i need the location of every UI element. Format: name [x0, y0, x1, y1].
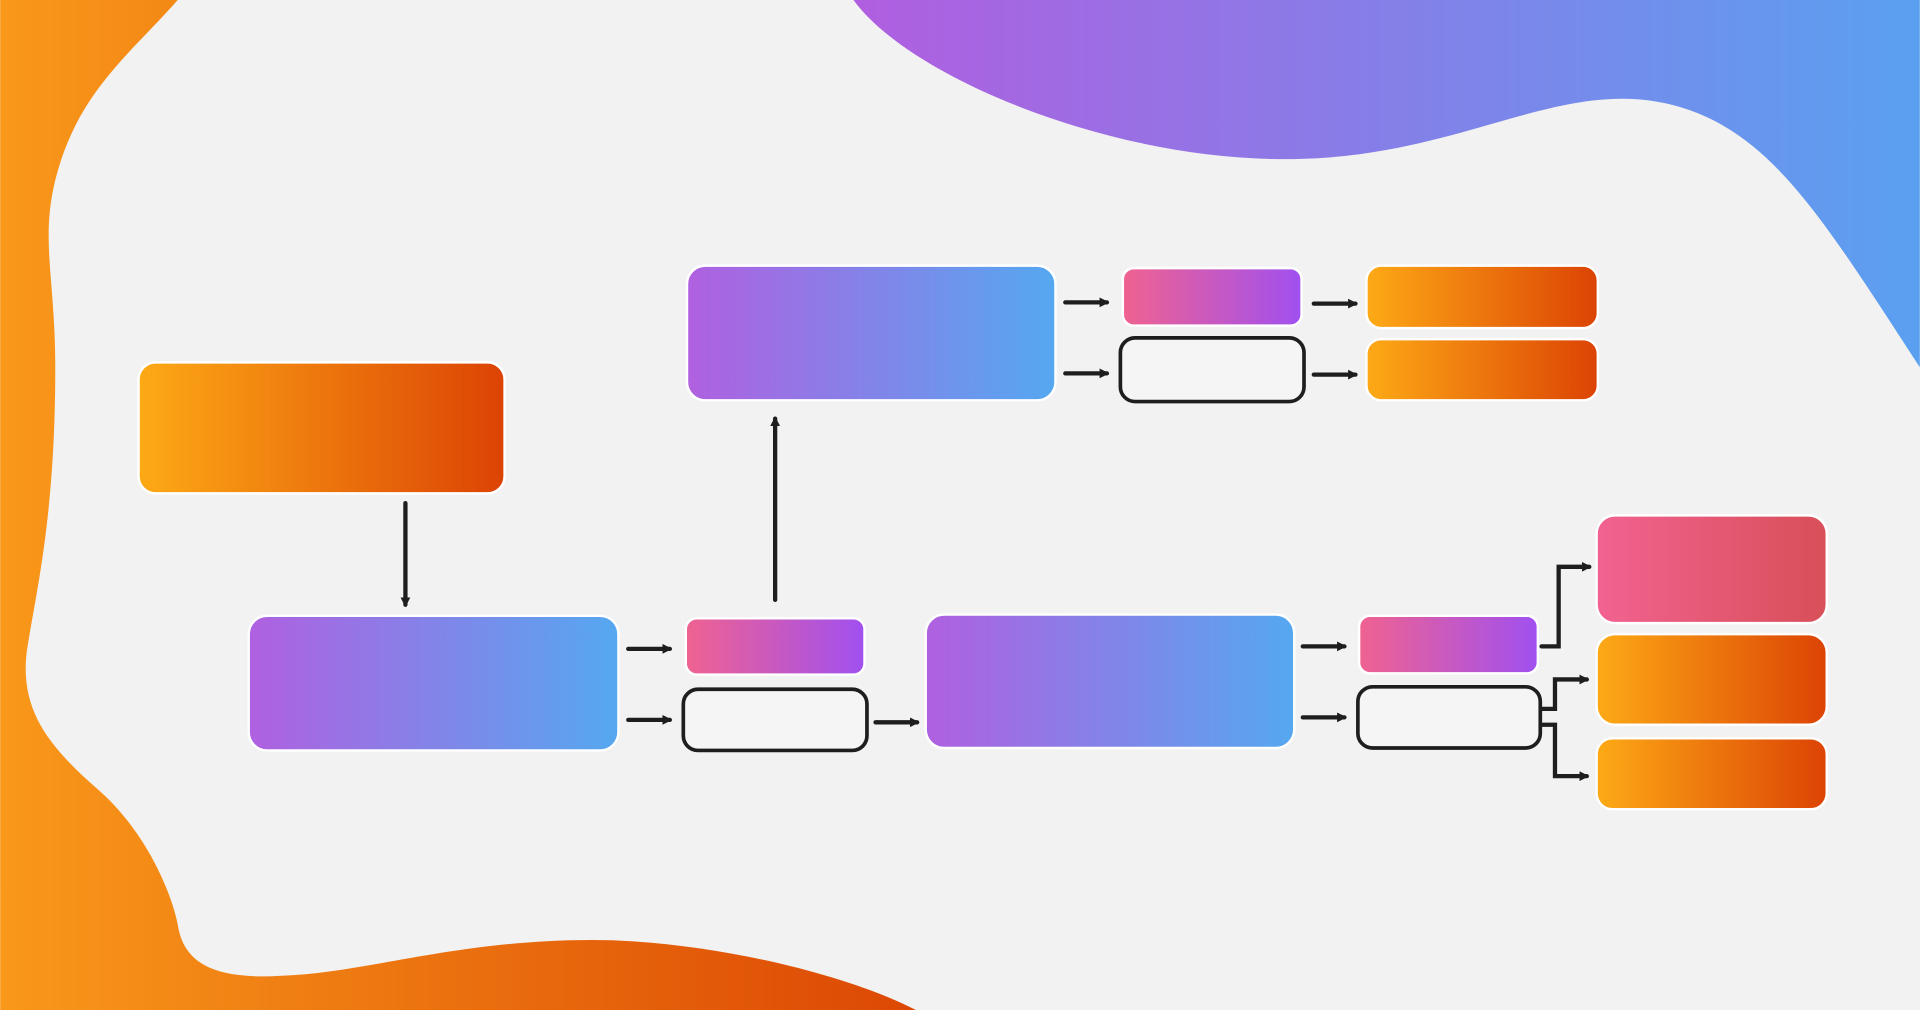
outline-box-top [1118, 336, 1306, 404]
decision-box-2 [1357, 614, 1540, 675]
result-box-top-1 [1365, 264, 1600, 330]
result-box-orange-1 [1595, 632, 1828, 726]
decision-box-top [1121, 266, 1303, 327]
outline-box-2 [1356, 684, 1543, 750]
result-box-top-2 [1365, 337, 1600, 402]
start-box [137, 361, 506, 495]
arrow-icon [1539, 561, 1592, 649]
boxes [137, 264, 1828, 811]
process-box-top [685, 264, 1057, 402]
result-box-red [1595, 514, 1828, 625]
outline-box-1 [681, 687, 869, 753]
arrows [400, 297, 1592, 782]
process-box-1 [247, 614, 620, 752]
decision-box-1 [684, 617, 866, 676]
arrow-icon [1539, 722, 1590, 782]
orange-blob [0, 0, 916, 1010]
process-box-2 [924, 613, 1296, 750]
arrow-icon [1539, 674, 1590, 711]
purple-blue-blob [853, 0, 1920, 368]
result-box-orange-2 [1595, 736, 1828, 811]
